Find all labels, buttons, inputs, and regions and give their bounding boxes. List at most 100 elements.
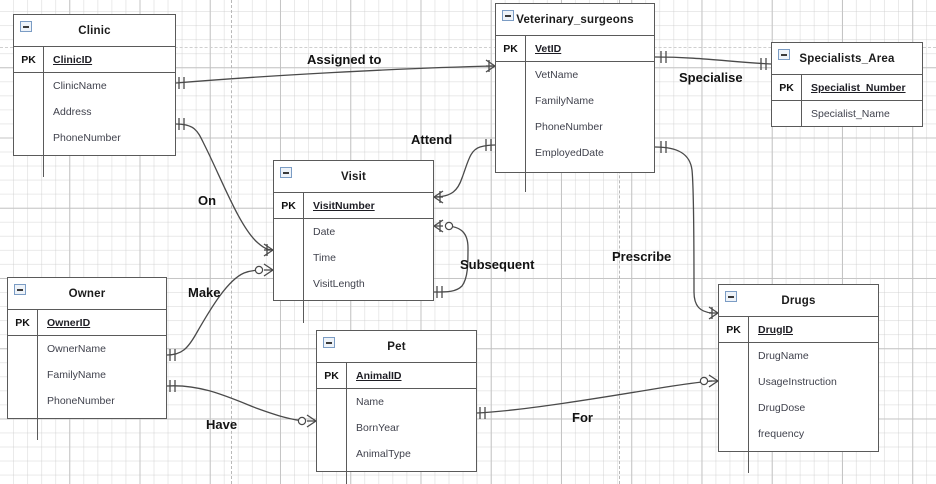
attribute-row[interactable]: AnimalType <box>317 441 476 467</box>
attribute-row[interactable]: PhoneNumber <box>8 388 166 414</box>
key-label: PK <box>719 317 749 342</box>
attribute-row[interactable]: Address <box>14 99 175 125</box>
attribute-row-primary-key[interactable]: PK OwnerID <box>8 310 166 336</box>
attribute-name: Address <box>53 106 92 118</box>
attribute-name: Name <box>356 396 385 408</box>
connector-subsequent <box>433 219 469 298</box>
entity-owner[interactable]: Owner PK OwnerID OwnerName FamilyName Ph… <box>7 277 167 440</box>
attribute-row[interactable]: OwnerName <box>8 336 166 362</box>
relationship-label-have: Have <box>206 417 238 432</box>
entity-clinic[interactable]: Clinic PK ClinicID ClinicName Address Ph… <box>13 14 176 177</box>
attribute-row-primary-key[interactable]: PK VisitNumber <box>274 193 433 219</box>
relationship-label-assigned-to: Assigned to <box>307 52 382 67</box>
attribute-name-empty <box>44 151 175 177</box>
key-label: PK <box>317 363 347 388</box>
attribute-row[interactable]: Specialist_Name <box>772 101 922 127</box>
attribute-row[interactable]: PhoneNumber <box>14 125 175 151</box>
entity-veterinary-surgeons[interactable]: Veterinary_surgeons PK VetID VetName Fam… <box>495 3 655 192</box>
key-label-empty <box>719 343 749 369</box>
attribute-row-spacer <box>496 166 654 192</box>
attribute-row[interactable]: Name <box>317 389 476 415</box>
relationship-label-for: For <box>572 410 593 425</box>
minus-box-icon[interactable] <box>14 284 26 295</box>
attribute-row-primary-key[interactable]: PK DrugID <box>719 317 878 343</box>
attribute-row-primary-key[interactable]: PK AnimalID <box>317 363 476 389</box>
key-label-empty <box>772 101 802 127</box>
attribute-name: PhoneNumber <box>53 132 121 144</box>
entity-title-pet: Pet <box>387 340 406 353</box>
attribute-name: frequency <box>758 428 805 440</box>
attribute-row[interactable]: BornYear <box>317 415 476 441</box>
key-label: PK <box>772 75 802 100</box>
entity-header-drugs: Drugs <box>719 285 878 317</box>
attribute-row-primary-key[interactable]: PK VetID <box>496 36 654 62</box>
entity-title-clinic: Clinic <box>78 24 111 37</box>
attribute-row[interactable]: ClinicName <box>14 73 175 99</box>
attribute-row-primary-key[interactable]: PK Specialist_Number <box>772 75 922 101</box>
minus-box-icon[interactable] <box>280 167 292 178</box>
minus-box-icon[interactable] <box>323 337 335 348</box>
entity-body-pet: PK AnimalID Name BornYear AnimalType <box>317 363 476 484</box>
minus-box-icon[interactable] <box>502 10 514 21</box>
key-label-empty <box>8 388 38 414</box>
key-label-empty <box>719 369 749 395</box>
entity-visit[interactable]: Visit PK VisitNumber Date Time VisitLeng… <box>273 160 434 323</box>
attribute-row[interactable]: EmployedDate <box>496 140 654 166</box>
entity-body-owner: PK OwnerID OwnerName FamilyName PhoneNum… <box>8 310 166 440</box>
relationship-label-specialise: Specialise <box>679 70 743 85</box>
attribute-name-empty <box>749 447 878 473</box>
attribute-row-spacer <box>14 151 175 177</box>
attribute-row[interactable]: DrugDose <box>719 395 878 421</box>
attribute-row-spacer <box>317 467 476 484</box>
attribute-row[interactable]: UsageInstruction <box>719 369 878 395</box>
attribute-name: VetName <box>535 69 579 81</box>
attribute-row[interactable]: FamilyName <box>496 88 654 114</box>
attribute-name: AnimalID <box>356 369 402 382</box>
key-label: PK <box>8 310 38 335</box>
attribute-name: ClinicName <box>53 80 107 92</box>
attribute-row[interactable]: PhoneNumber <box>496 114 654 140</box>
entity-body-specialists-area: PK Specialist_Number Specialist_Name <box>772 75 922 127</box>
attribute-name-empty <box>347 467 476 484</box>
key-label: PK <box>496 36 526 61</box>
entity-header-specialists-area: Specialists_Area <box>772 43 922 75</box>
entity-header-veterinary-surgeons: Veterinary_surgeons <box>496 4 654 36</box>
key-label-empty <box>274 297 304 323</box>
key-label-empty <box>14 99 44 125</box>
entity-title-veterinary-surgeons: Veterinary_surgeons <box>516 13 634 26</box>
entity-drugs[interactable]: Drugs PK DrugID DrugName UsageInstructio… <box>718 284 879 473</box>
attribute-name: Specialist_Name <box>811 108 890 120</box>
attribute-row[interactable]: Date <box>274 219 433 245</box>
attribute-row[interactable]: frequency <box>719 421 878 447</box>
key-label-empty <box>719 447 749 473</box>
minus-box-icon[interactable] <box>778 49 790 60</box>
key-label-empty <box>14 73 44 99</box>
connector-attend <box>433 139 496 204</box>
entity-body-drugs: PK DrugID DrugName UsageInstruction Drug… <box>719 317 878 473</box>
key-label-empty <box>496 140 526 166</box>
attribute-row[interactable]: FamilyName <box>8 362 166 388</box>
key-label-empty <box>317 467 347 484</box>
entity-title-visit: Visit <box>340 170 367 183</box>
attribute-name: Date <box>313 226 336 238</box>
attribute-name: FamilyName <box>535 95 594 107</box>
entity-title-owner: Owner <box>68 287 106 300</box>
key-label-empty <box>274 219 304 245</box>
attribute-row[interactable]: VetName <box>496 62 654 88</box>
key-label-empty <box>14 151 44 177</box>
attribute-row[interactable]: DrugName <box>719 343 878 369</box>
key-label: PK <box>14 47 44 72</box>
attribute-row-primary-key[interactable]: PK ClinicID <box>14 47 175 73</box>
attribute-name: BornYear <box>356 422 400 434</box>
key-label-empty <box>496 62 526 88</box>
entity-specialists-area[interactable]: Specialists_Area PK Specialist_Number Sp… <box>771 42 923 127</box>
attribute-row[interactable]: VisitLength <box>274 271 433 297</box>
minus-box-icon[interactable] <box>20 21 32 32</box>
connector-make <box>166 263 274 361</box>
attribute-row-spacer <box>719 447 878 473</box>
attribute-row[interactable]: Time <box>274 245 433 271</box>
entity-pet[interactable]: Pet PK AnimalID Name BornYear AnimalType <box>316 330 477 484</box>
key-label-empty <box>8 414 38 440</box>
minus-box-icon[interactable] <box>725 291 737 302</box>
